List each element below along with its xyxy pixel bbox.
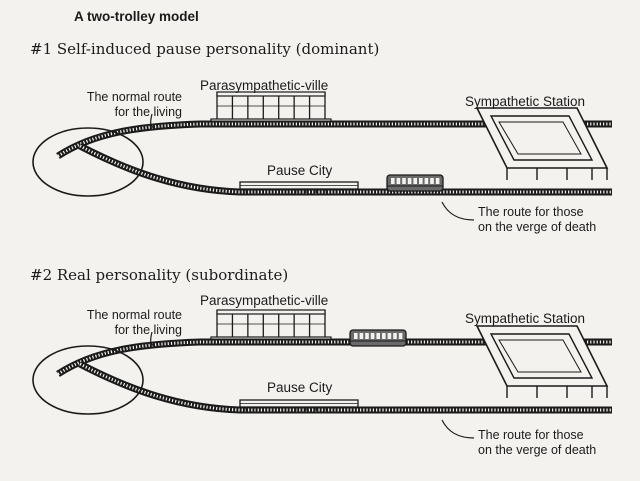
section-2-lower-station-label: Pause City	[267, 380, 333, 395]
section-2-normal-route-leader	[150, 331, 155, 347]
section-2-trolley	[349, 329, 407, 347]
section-1-death-route-line-1: The route for those	[478, 205, 584, 219]
section-2-normal-route-line-1: The normal route	[86, 308, 182, 322]
section-1-normal-track	[56, 120, 612, 159]
section-1-normal-route-line-2: for the living	[114, 105, 182, 119]
section-2-lower-station	[239, 399, 359, 411]
section-2-upper-station	[210, 309, 332, 344]
section-2-junction-ellipse	[32, 345, 144, 415]
section-2-terminal-label: Sympathetic Station	[465, 311, 586, 326]
section-1-normal-route-line-1: The normal route	[86, 90, 182, 104]
section-1-lower-station-label: Pause City	[267, 163, 333, 178]
section-1-lower-station	[239, 181, 359, 193]
section-1-death-route-leader	[441, 201, 475, 221]
section-1-terminal-station	[475, 107, 609, 180]
section-2-heading: #2 Real personality (subordinate)	[30, 266, 289, 284]
section-2-death-track	[78, 360, 612, 414]
section-2-upper-station-label: Parasympathetic-ville	[200, 293, 329, 308]
section-1-death-route-note: The route for those on the verge of deat…	[478, 205, 596, 235]
section-1-death-route-line-2: on the verge of death	[478, 220, 597, 234]
section-2-death-route-line-2: on the verge of death	[478, 443, 597, 457]
section-1-upper-station	[210, 91, 332, 126]
section-1-death-track	[78, 142, 612, 196]
section-1-trolley	[386, 174, 444, 192]
section-2-scene	[32, 309, 612, 439]
section-1-terminal-label: Sympathetic Station	[465, 94, 586, 109]
section-2-death-route-note: The route for those on the verge of deat…	[478, 428, 596, 458]
section-1-junction-ellipse	[32, 127, 144, 197]
section-1-normal-route-note: The normal route for the living	[87, 90, 182, 120]
section-1-normal-route-leader	[150, 113, 155, 129]
section-2-normal-route-line-2: for the living	[114, 323, 182, 337]
section-2-normal-track	[56, 338, 612, 377]
section-2-death-route-leader	[441, 419, 475, 439]
section-2-normal-route-note: The normal route for the living	[87, 308, 182, 338]
section-2-death-route-line-1: The route for those	[478, 428, 584, 442]
section-2-terminal-station	[475, 325, 609, 398]
section-1-scene	[32, 91, 612, 221]
section-1-upper-station-label: Parasympathetic-ville	[200, 78, 329, 93]
section-1-heading: #1 Self-induced pause personality (domin…	[30, 40, 380, 58]
diagram-title: A two-trolley model	[74, 9, 199, 24]
